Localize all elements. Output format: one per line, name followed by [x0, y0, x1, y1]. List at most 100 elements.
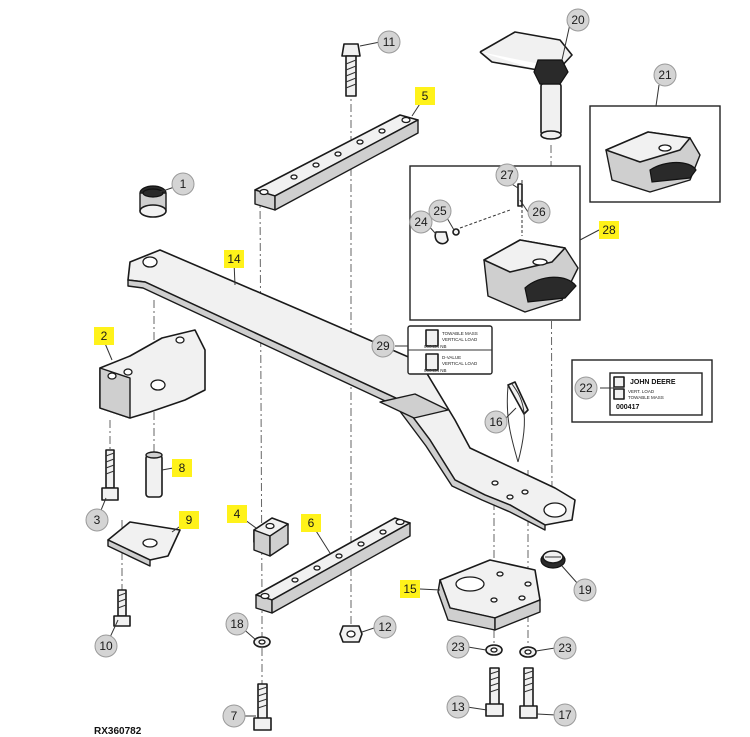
- callout-28: 28: [599, 221, 619, 239]
- callout-highlight: [172, 459, 192, 477]
- bushing-part-8: [145, 451, 163, 498]
- callout-14: 14: [224, 250, 244, 268]
- plate-part-5: [254, 114, 419, 211]
- callout-number: 23: [558, 641, 572, 655]
- callout-7: 7: [222, 704, 246, 728]
- callout-number: 25: [433, 204, 447, 218]
- callout-circle: [225, 612, 249, 636]
- callout-number: 18: [230, 617, 244, 631]
- callout-23b: 23: [553, 636, 577, 660]
- callout-number: 15: [403, 582, 417, 596]
- nut-part-12: [339, 625, 363, 643]
- callout-circle: [484, 410, 508, 434]
- callout-number: 19: [578, 583, 592, 597]
- callout-circle: [446, 695, 470, 719]
- decal-29-line2: VERTICAL LOAD: [442, 337, 478, 342]
- bolt-part-11: [341, 43, 361, 97]
- callout-6: 6: [301, 514, 321, 532]
- callout-circle: [428, 199, 452, 223]
- decal-22-serial: 000417: [616, 404, 639, 411]
- decal-part-29: TOWABLE MASS VERTICAL LOAD 000434 NB D-V…: [407, 325, 493, 375]
- callout-3: 3: [85, 508, 109, 532]
- callout-16: 16: [484, 410, 508, 434]
- callout-highlight: [415, 87, 435, 105]
- decal-29-line1: TOWABLE MASS: [442, 331, 478, 336]
- callout-circle: [553, 636, 577, 660]
- callout-19: 19: [573, 578, 597, 602]
- drawbar-part-14: [127, 249, 576, 531]
- callout-13: 13: [446, 695, 470, 719]
- pin-clip-part-16: [506, 381, 529, 463]
- callout-number: 6: [308, 516, 315, 530]
- callout-circle: [94, 634, 118, 658]
- callout-highlight: [227, 505, 247, 523]
- callout-number: 20: [571, 13, 585, 27]
- decal-22-vert-load: VERT. LOAD: [628, 389, 655, 394]
- callout-circle: [653, 63, 677, 87]
- bolt-part-13: [485, 667, 504, 717]
- callout-number: 10: [99, 639, 113, 653]
- callout-24: 24: [409, 210, 433, 234]
- callout-circle: [171, 172, 195, 196]
- decal-29-code2: 000434 NB: [424, 368, 447, 373]
- callout-12: 12: [373, 615, 397, 639]
- callout-number: 29: [376, 339, 390, 353]
- decal-29-line4: VERTICAL LOAD: [442, 361, 478, 366]
- callout-number: 26: [532, 205, 546, 219]
- callout-number: 24: [414, 215, 428, 229]
- callout-number: 1: [180, 177, 187, 191]
- decal-22-towable-mass: TOWABLE MASS: [628, 395, 664, 400]
- plug-part-1: [139, 185, 167, 218]
- bolt-part-10: [113, 589, 131, 627]
- callout-circle: [446, 635, 470, 659]
- callout-circle: [373, 615, 397, 639]
- callout-number: 3: [94, 513, 101, 527]
- callout-circle: [573, 578, 597, 602]
- callout-highlight: [224, 250, 244, 268]
- callout-circle: [85, 508, 109, 532]
- callout-number: 8: [179, 461, 186, 475]
- callout-18: 18: [225, 612, 249, 636]
- callout-number: 5: [422, 89, 429, 103]
- decal-29-line3: D-VALUE: [442, 355, 461, 360]
- plate-part-9: [107, 521, 181, 567]
- callout-circle: [377, 30, 401, 54]
- callout-highlight: [301, 514, 321, 532]
- callout-number: 12: [378, 620, 392, 634]
- callout-number: 23: [451, 640, 465, 654]
- callout-number: 11: [383, 35, 396, 49]
- clevis-part-15: [437, 559, 541, 631]
- callout-number: 27: [500, 168, 514, 182]
- callout-circle: [553, 703, 577, 727]
- callout-circle: [566, 8, 590, 32]
- callout-highlight: [179, 511, 199, 529]
- callout-circle: [371, 334, 395, 358]
- reference-code: RX360782: [94, 726, 142, 737]
- callout-circle: [527, 200, 551, 224]
- callout-highlight: [599, 221, 619, 239]
- callout-9: 9: [179, 511, 199, 529]
- callout-number: 13: [451, 700, 465, 714]
- callout-8: 8: [172, 459, 192, 477]
- callout-1: 1: [171, 172, 195, 196]
- callout-29: 29: [371, 334, 395, 358]
- callout-21: 21: [653, 63, 677, 87]
- washer-part-18: [253, 636, 271, 648]
- callout-number: 2: [101, 329, 108, 343]
- callout-highlight: [400, 580, 420, 598]
- callout-number: 9: [186, 513, 193, 527]
- callout-number: 4: [234, 507, 241, 521]
- decal-29-code1: 000434 NB: [424, 344, 447, 349]
- callout-circle: [574, 376, 598, 400]
- bolt-part-7: [253, 683, 272, 731]
- callout-number: 16: [489, 415, 503, 429]
- callout-23a: 23: [446, 635, 470, 659]
- callout-highlight: [94, 327, 114, 345]
- callout-number: 22: [579, 381, 593, 395]
- callout-4: 4: [227, 505, 247, 523]
- callout-number: 14: [227, 252, 241, 266]
- bracket-part-2: [99, 329, 206, 419]
- callout-number: 28: [602, 223, 616, 237]
